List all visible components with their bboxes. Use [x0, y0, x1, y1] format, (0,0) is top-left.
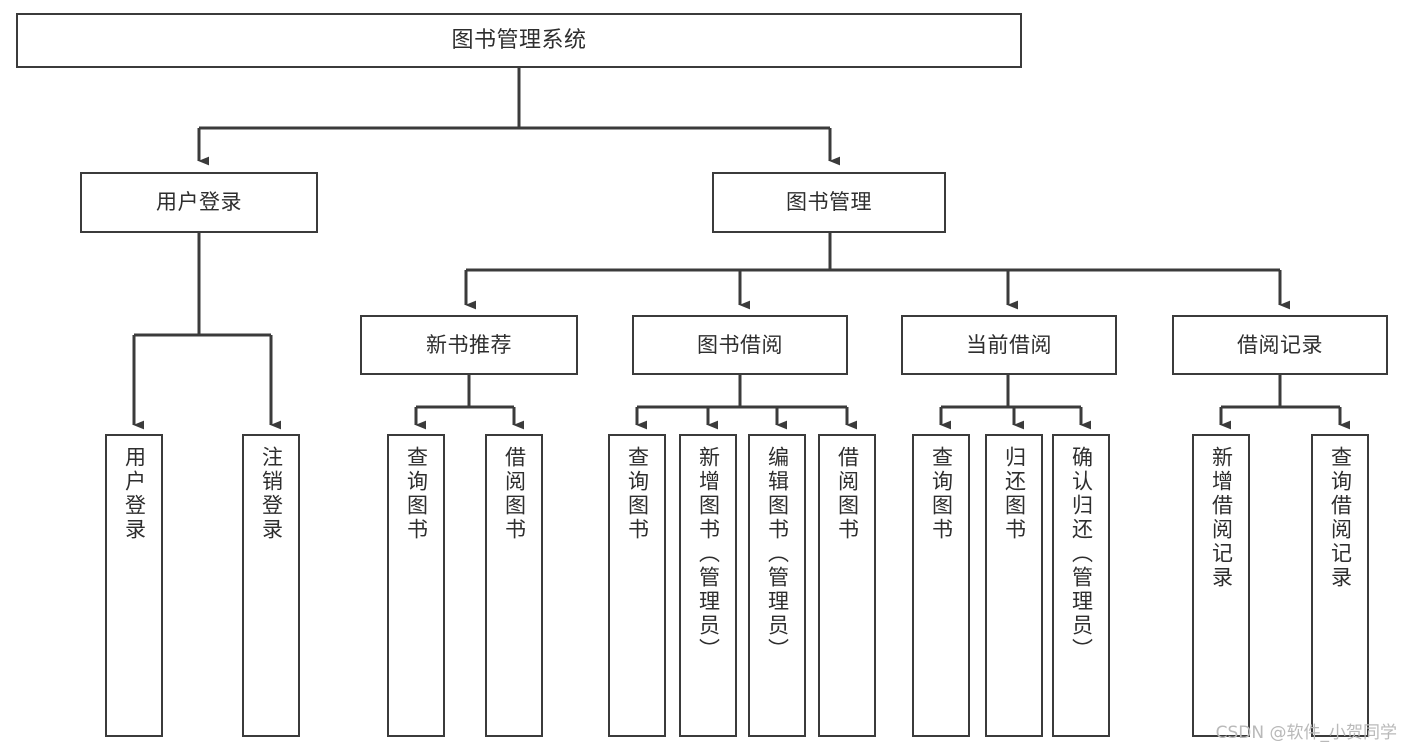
node-book-management[interactable]: 图书管理 — [712, 172, 946, 233]
leaf-user-login-0[interactable]: 用户登录 — [105, 434, 163, 737]
node-label: 查询图书 — [625, 446, 650, 542]
leaf-book-borrow-3[interactable]: 借阅图书 — [818, 434, 876, 737]
node-current-borrow[interactable]: 当前借阅 — [901, 315, 1117, 375]
node-borrow-record[interactable]: 借阅记录 — [1172, 315, 1388, 375]
leaf-borrow-record-0[interactable]: 新增借阅记录 — [1192, 434, 1250, 737]
node-label: 确认归还（管理员） — [1069, 446, 1094, 662]
node-book-borrow[interactable]: 图书借阅 — [632, 315, 848, 375]
node-label: 借阅图书 — [502, 446, 527, 542]
leaf-book-borrow-0[interactable]: 查询图书 — [608, 434, 666, 737]
node-user-login[interactable]: 用户登录 — [80, 172, 318, 233]
node-label: 借阅图书 — [835, 446, 860, 542]
node-label: 新增图书（管理员） — [696, 446, 721, 662]
node-label: 查询图书 — [404, 446, 429, 542]
leaf-current-borrow-0[interactable]: 查询图书 — [912, 434, 970, 737]
node-label: 查询借阅记录 — [1328, 446, 1353, 590]
node-label: 用户登录 — [156, 190, 242, 215]
node-label: 编辑图书（管理员） — [765, 446, 790, 662]
leaf-current-borrow-2[interactable]: 确认归还（管理员） — [1052, 434, 1110, 737]
node-label: 新书推荐 — [426, 332, 512, 357]
node-label: 图书管理系统 — [451, 27, 587, 53]
node-label: 查询图书 — [929, 446, 954, 542]
node-root-system[interactable]: 图书管理系统 — [16, 13, 1022, 68]
node-label: 新增借阅记录 — [1209, 446, 1234, 590]
leaf-current-borrow-1[interactable]: 归还图书 — [985, 434, 1043, 737]
node-label: 归还图书 — [1002, 446, 1027, 542]
leaf-new-book-recommend-0[interactable]: 查询图书 — [387, 434, 445, 737]
node-label: 图书管理 — [786, 190, 872, 215]
node-label: 当前借阅 — [966, 332, 1052, 357]
watermark: CSDN @软件_小贺同学 — [1215, 723, 1397, 743]
node-new-book-recommend[interactable]: 新书推荐 — [360, 315, 578, 375]
leaf-book-borrow-2[interactable]: 编辑图书（管理员） — [748, 434, 806, 737]
node-label: 借阅记录 — [1237, 332, 1323, 357]
node-label: 用户登录 — [122, 446, 147, 542]
node-label: 注销登录 — [259, 446, 284, 542]
leaf-book-borrow-1[interactable]: 新增图书（管理员） — [679, 434, 737, 737]
leaf-user-login-1[interactable]: 注销登录 — [242, 434, 300, 737]
leaf-borrow-record-1[interactable]: 查询借阅记录 — [1311, 434, 1369, 737]
node-label: 图书借阅 — [697, 332, 783, 357]
leaf-new-book-recommend-1[interactable]: 借阅图书 — [485, 434, 543, 737]
